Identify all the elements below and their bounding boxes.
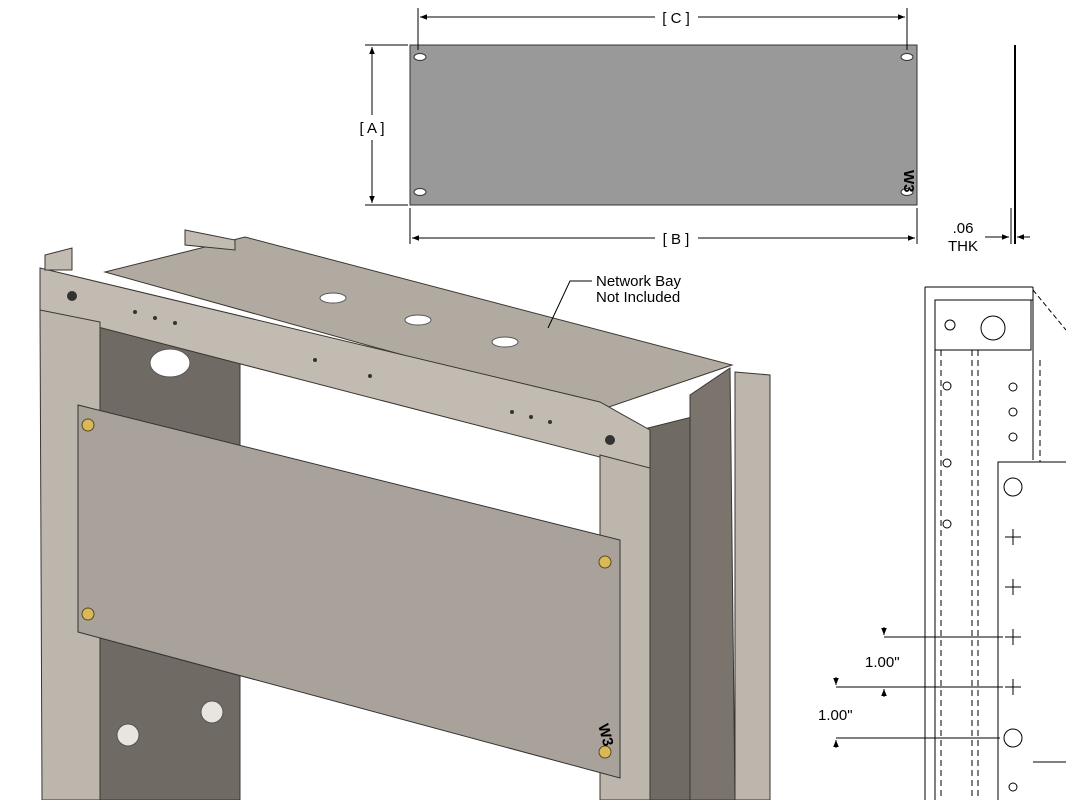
spacing-dimension-2: 1.00" bbox=[818, 707, 853, 724]
thickness-unit: THK bbox=[948, 238, 978, 255]
panel-screws bbox=[81, 418, 612, 759]
dimension-lines bbox=[365, 8, 1030, 244]
callout-line-2: Not Included bbox=[596, 289, 680, 306]
flat-panel-view: W3 [ C ] [ A ] [ B ] .06 THK bbox=[359, 8, 1030, 255]
dimension-c-label: [ C ] bbox=[662, 10, 690, 27]
side-detail-view bbox=[833, 286, 1066, 800]
spacing-dimension-1: 1.00" bbox=[865, 654, 900, 671]
blank-panel bbox=[409, 44, 918, 206]
logo-mark: W3 bbox=[900, 170, 917, 193]
callout-line-1: Network Bay bbox=[596, 273, 682, 290]
mounting-holes bbox=[413, 53, 914, 196]
iso-blank-panel bbox=[77, 404, 621, 779]
dimension-b-label: [ B ] bbox=[663, 231, 690, 248]
dimension-a-label: [ A ] bbox=[359, 120, 384, 137]
isometric-rack-view: W3 bbox=[39, 229, 771, 800]
thickness-value: .06 bbox=[953, 220, 974, 237]
network-bay-callout: Network Bay Not Included bbox=[547, 273, 682, 329]
iso-logo-mark: W3 bbox=[594, 722, 616, 748]
rack-top-rail bbox=[39, 267, 651, 471]
